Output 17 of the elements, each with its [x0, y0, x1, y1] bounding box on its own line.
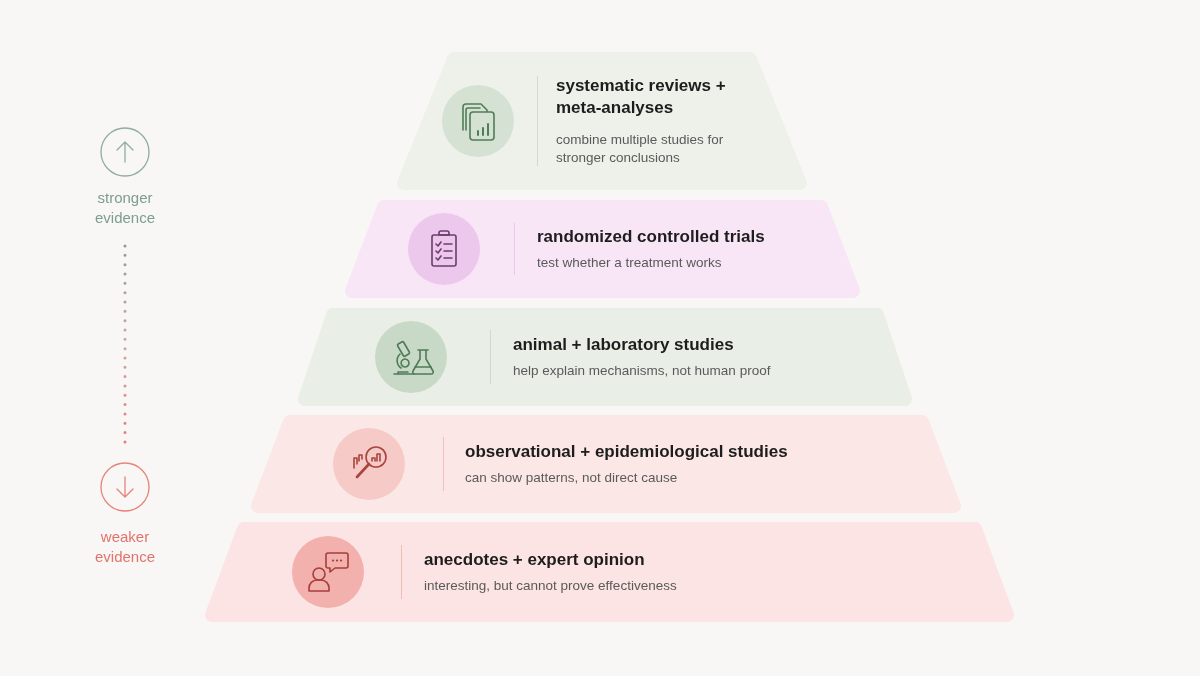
axis-label: weaker evidence	[93, 527, 156, 567]
tier-heading: randomized controlled trials	[537, 226, 766, 248]
pyramid-tier	[345, 200, 860, 298]
pyramid-tier	[251, 415, 961, 513]
tier-heading: animal + laboratory studies	[513, 334, 735, 356]
tier-description: interesting, but cannot prove effectiveness	[424, 577, 678, 595]
pyramid-tier	[397, 52, 807, 190]
tier-description: can show patterns, not direct cause	[465, 469, 679, 487]
pyramid-tier	[205, 522, 1014, 622]
axis-label: stronger evidence	[93, 188, 156, 228]
tier-heading: systematic reviews + meta-analyses	[556, 75, 727, 119]
tier-description: combine multiple studies for stronger conclusions	[556, 131, 725, 167]
tier-heading: anecdotes + expert opinion	[424, 549, 646, 571]
tier-description: help explain mechanisms, not human proof	[513, 362, 772, 380]
tier-description: test whether a treatment works	[537, 254, 723, 272]
pyramid-tier	[298, 308, 912, 406]
tier-heading: observational + epidemiological studies	[465, 441, 789, 463]
